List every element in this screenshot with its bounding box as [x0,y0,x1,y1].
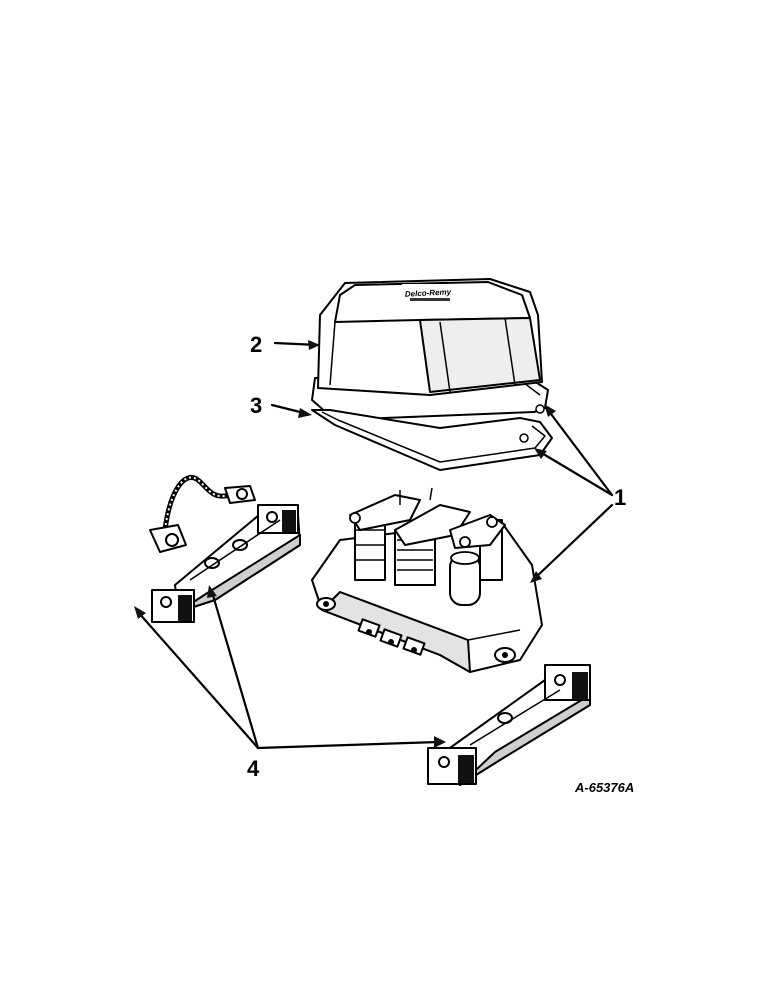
cover-gasket [311,404,553,471]
cover-logo: Delco-Remy [405,287,452,298]
ground-strap-lower [427,664,591,786]
callout-4: 4 [247,756,260,781]
regulator-base-assembly [311,487,543,673]
ground-strap-upper [149,475,301,623]
callout-3: 3 [250,393,262,418]
figure-part-number: A-65376A [574,780,634,795]
callout-1: 1 [614,485,626,510]
callout-2: 2 [250,332,262,357]
regulator-cover: Delco-Remy [311,278,549,421]
leader-lines [134,340,614,750]
